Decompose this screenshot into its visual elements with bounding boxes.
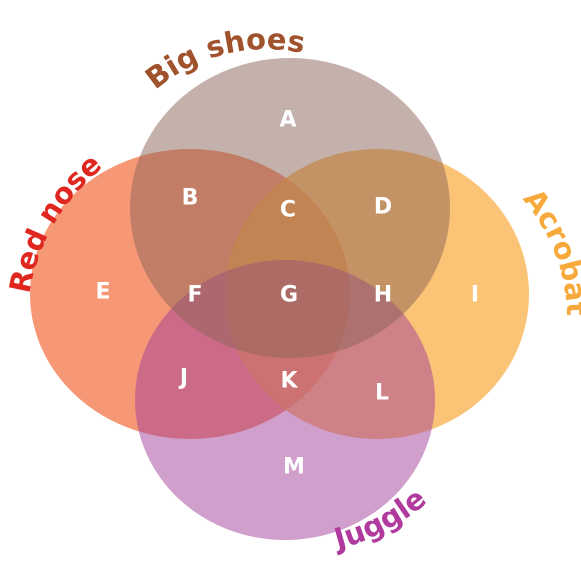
region-label-d: D	[374, 195, 392, 220]
region-label-e: E	[95, 280, 110, 305]
region-label-i: I	[471, 283, 479, 308]
region-label-g: G	[280, 283, 298, 308]
region-label-b: B	[182, 186, 199, 211]
region-label-j: J	[178, 366, 188, 391]
region-label-a: A	[279, 108, 296, 133]
set-circle-big-shoes	[130, 58, 450, 358]
region-label-h: H	[374, 283, 392, 308]
region-label-k: K	[280, 369, 298, 394]
region-label-m: M	[283, 455, 305, 480]
region-label-l: L	[375, 381, 389, 406]
region-label-f: F	[187, 283, 202, 308]
region-label-c: C	[280, 198, 296, 223]
